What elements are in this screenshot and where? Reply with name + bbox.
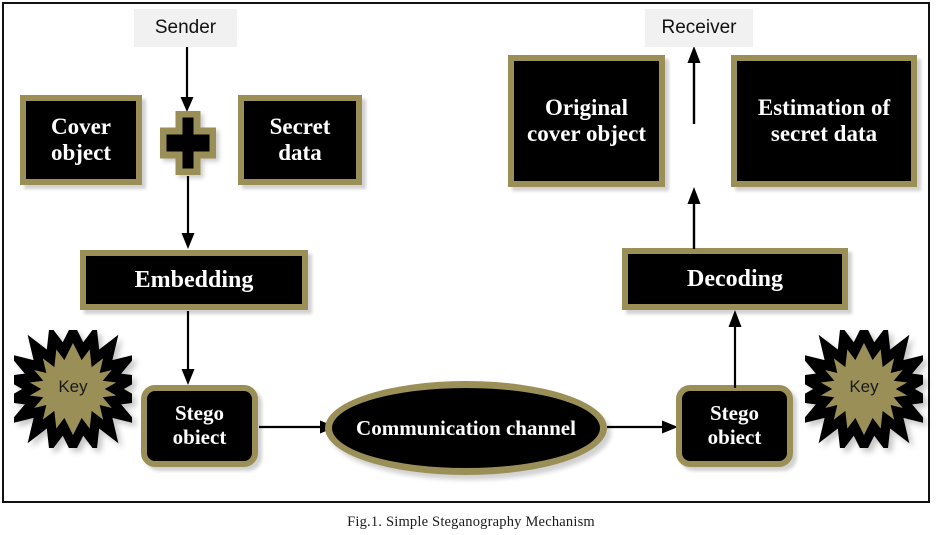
sender-label: Sender (134, 9, 237, 47)
cover-object-box[interactable]: Cover object (20, 95, 142, 185)
figure-caption-text: Fig.1. Simple Steganography Mechanism (347, 514, 595, 530)
embedding-label: Embedding (134, 266, 254, 293)
stego-object-box-left[interactable]: Stego obiect (141, 385, 258, 467)
decoding-label: Decoding (687, 265, 783, 292)
connector-plus-to-embedding (180, 176, 196, 250)
secret-data-label: Secret data (269, 114, 331, 165)
original-cover-object-label: Original cover object (527, 95, 646, 146)
stego-object-box-right[interactable]: Stego obiect (676, 385, 793, 467)
communication-channel-label: Communication channel (356, 415, 576, 440)
connector-outputs-to-receiver (686, 46, 702, 124)
secret-data-box[interactable]: Secret data (238, 95, 362, 185)
receiver-label: Receiver (645, 9, 753, 47)
figure-caption: Fig.1. Simple Steganography Mechanism (0, 514, 942, 531)
original-cover-object-box[interactable]: Original cover object (508, 55, 665, 187)
connector-sender-to-plus (179, 47, 195, 113)
connector-embedding-to-stego (180, 311, 196, 386)
stego-object-left-label: Stego obiect (172, 401, 227, 449)
key-star-right[interactable]: Key (805, 330, 923, 448)
sender-label-text: Sender (154, 17, 217, 38)
connector-decoding-to-outputs (686, 187, 702, 249)
estimation-secret-data-box[interactable]: Estimation of secret data (731, 55, 917, 187)
cover-object-label: Cover object (50, 114, 112, 165)
stego-object-right-label: Stego obiect (707, 401, 762, 449)
receiver-label-text: Receiver (661, 17, 737, 38)
plus-operator-icon (160, 111, 216, 175)
communication-channel-ellipse[interactable]: Communication channel (325, 381, 607, 475)
decoding-box[interactable]: Decoding (622, 248, 848, 310)
connector-stego-right-to-decoding (727, 310, 743, 388)
key-star-left[interactable]: Key (14, 330, 132, 448)
estimation-secret-data-label: Estimation of secret data (757, 95, 891, 146)
connector-channel-to-stego-right (607, 419, 679, 435)
embedding-box[interactable]: Embedding (80, 250, 308, 310)
